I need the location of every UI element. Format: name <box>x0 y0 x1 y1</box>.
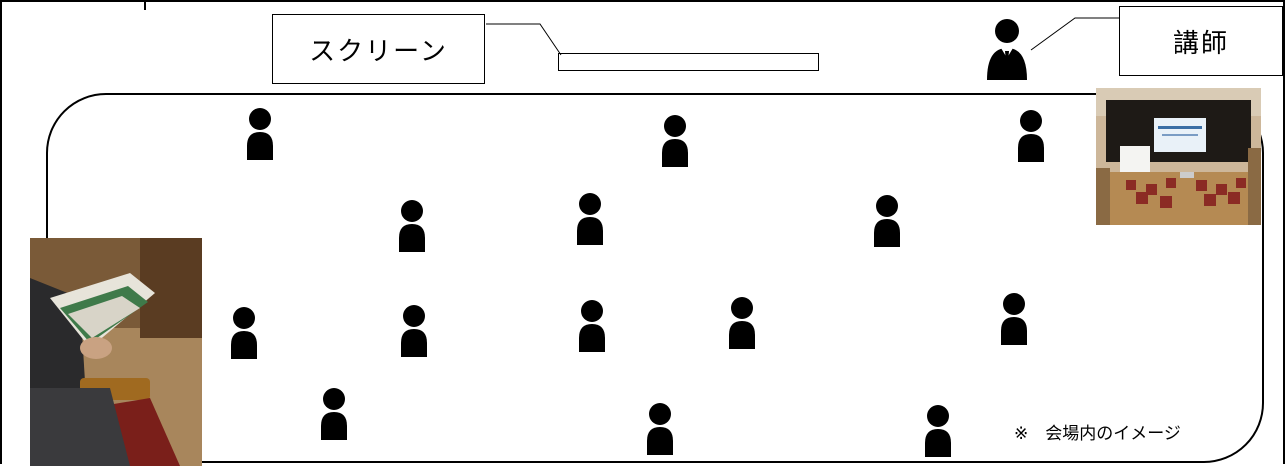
person-icon <box>575 193 605 245</box>
teacher-label: 講師 <box>1119 6 1283 76</box>
person-icon <box>727 297 757 349</box>
reader-photo <box>30 238 202 466</box>
person-icon <box>923 405 953 457</box>
person-icon <box>399 305 429 357</box>
person-icon <box>645 403 675 455</box>
person-icon <box>319 388 349 440</box>
person-icon <box>229 307 259 359</box>
person-icon <box>1016 110 1046 162</box>
screen-label: スクリーン <box>272 14 485 84</box>
person-icon <box>245 108 275 160</box>
frame-tab-mark <box>144 0 146 10</box>
person-icon <box>872 195 902 247</box>
venue-photo <box>1096 88 1261 225</box>
person-icon <box>397 200 427 252</box>
person-icon <box>660 115 690 167</box>
person-icon <box>577 300 607 352</box>
teacher-icon <box>984 18 1030 80</box>
screen-bar <box>558 53 819 71</box>
venue-image-note: ※ 会場内のイメージ <box>1014 419 1181 444</box>
person-icon <box>999 293 1029 345</box>
